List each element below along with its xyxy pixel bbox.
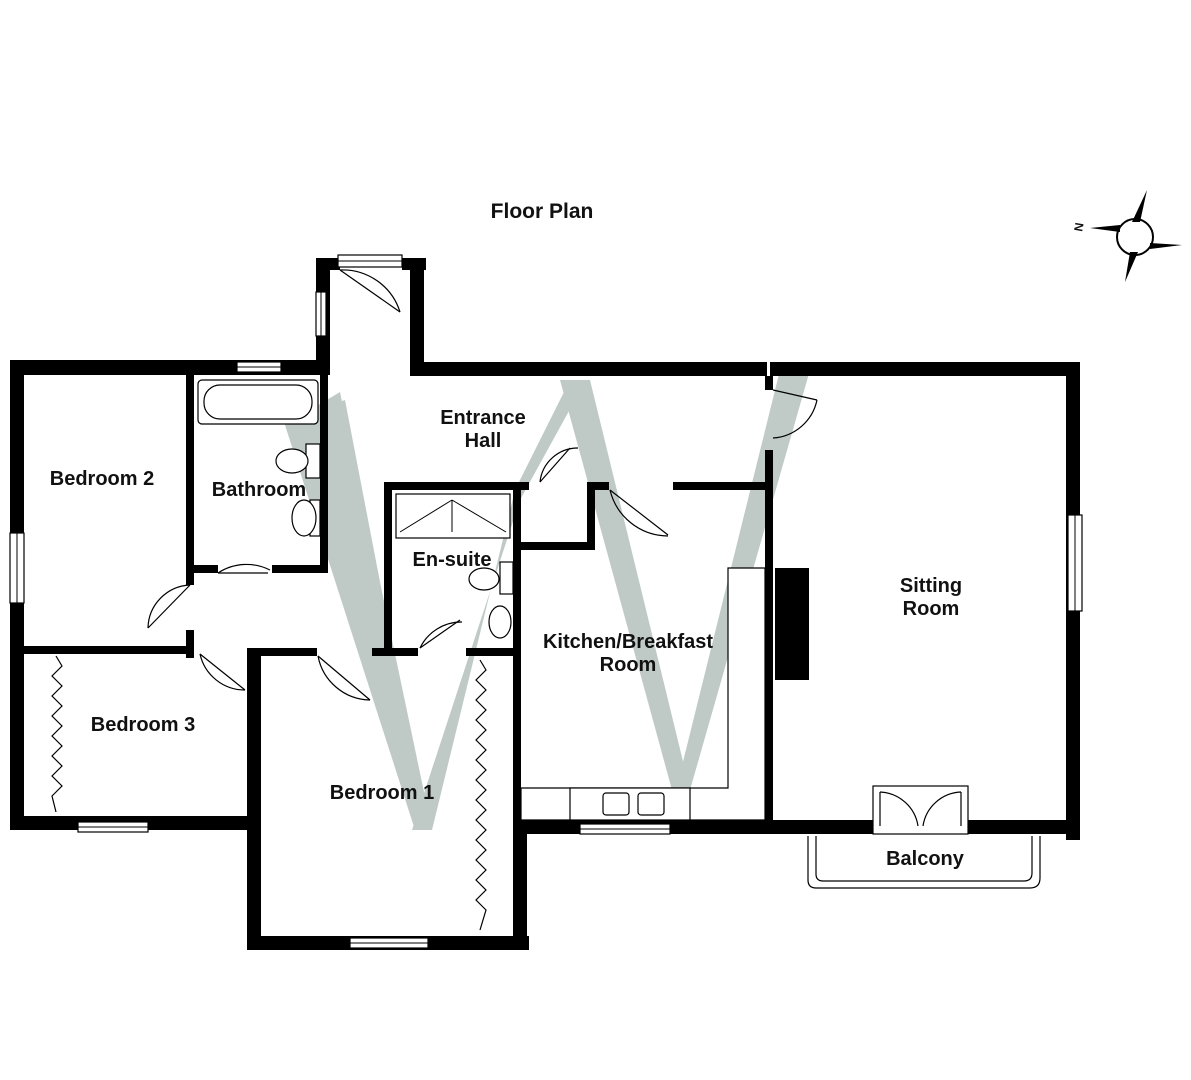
room-label-kitchen-line2: Room: [600, 654, 657, 676]
fixtures: [51, 379, 1041, 931]
room-label-bedroom-1: Bedroom 1: [330, 782, 434, 804]
room-labels: Bedroom 2 Bathroom Entrance Hall En-suit…: [50, 407, 965, 870]
room-label-balcony: Balcony: [886, 848, 965, 870]
page-title: Floor Plan: [491, 200, 594, 223]
internal-walls: [24, 375, 773, 830]
room-label-bedroom-3: Bedroom 3: [91, 714, 195, 736]
windows: [9, 254, 1083, 949]
compass-icon: N: [1071, 190, 1182, 282]
room-label-kitchen-line1: Kitchen/Breakfast: [543, 631, 713, 653]
doors: [147, 269, 969, 835]
room-label-sitting-line2: Room: [903, 598, 960, 620]
room-label-entrance-hall-line1: Entrance: [440, 407, 526, 429]
room-label-sitting-line1: Sitting: [900, 575, 962, 597]
room-label-bedroom-2: Bedroom 2: [50, 468, 154, 490]
compass-north-label: N: [1071, 222, 1086, 233]
room-label-en-suite: En-suite: [413, 549, 492, 571]
room-label-entrance-hall-line2: Hall: [465, 430, 502, 452]
room-label-bathroom: Bathroom: [212, 479, 306, 501]
